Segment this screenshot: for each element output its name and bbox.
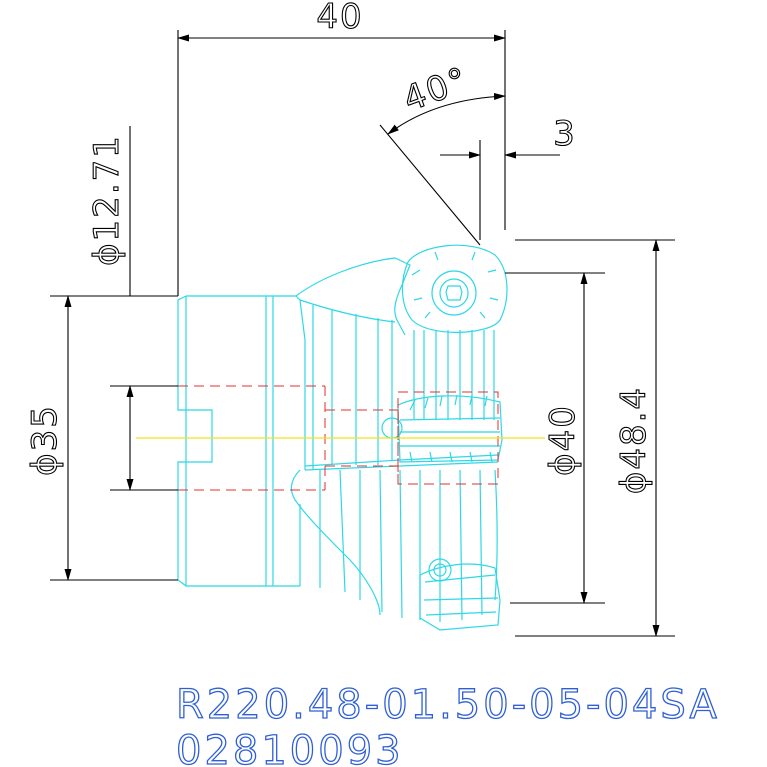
part-code: 02810093 (176, 728, 404, 767)
outer-diameter-label: ϕ48.4 (614, 386, 654, 494)
offset-dimension-label: 3 (553, 114, 577, 154)
shank-diameter-label: ϕ35 (25, 404, 65, 476)
dimension-lines (50, 30, 675, 637)
angle-dimension-label: 40° (398, 60, 474, 120)
bore-diameter-label: ϕ12.71 (87, 134, 127, 266)
inner-diameter-label: ϕ40 (543, 404, 583, 476)
length-dimension-label: 40 (316, 0, 363, 37)
part-number: R220.48-01.50-05-04SA (176, 682, 720, 728)
cutter-body-outline (177, 244, 508, 631)
